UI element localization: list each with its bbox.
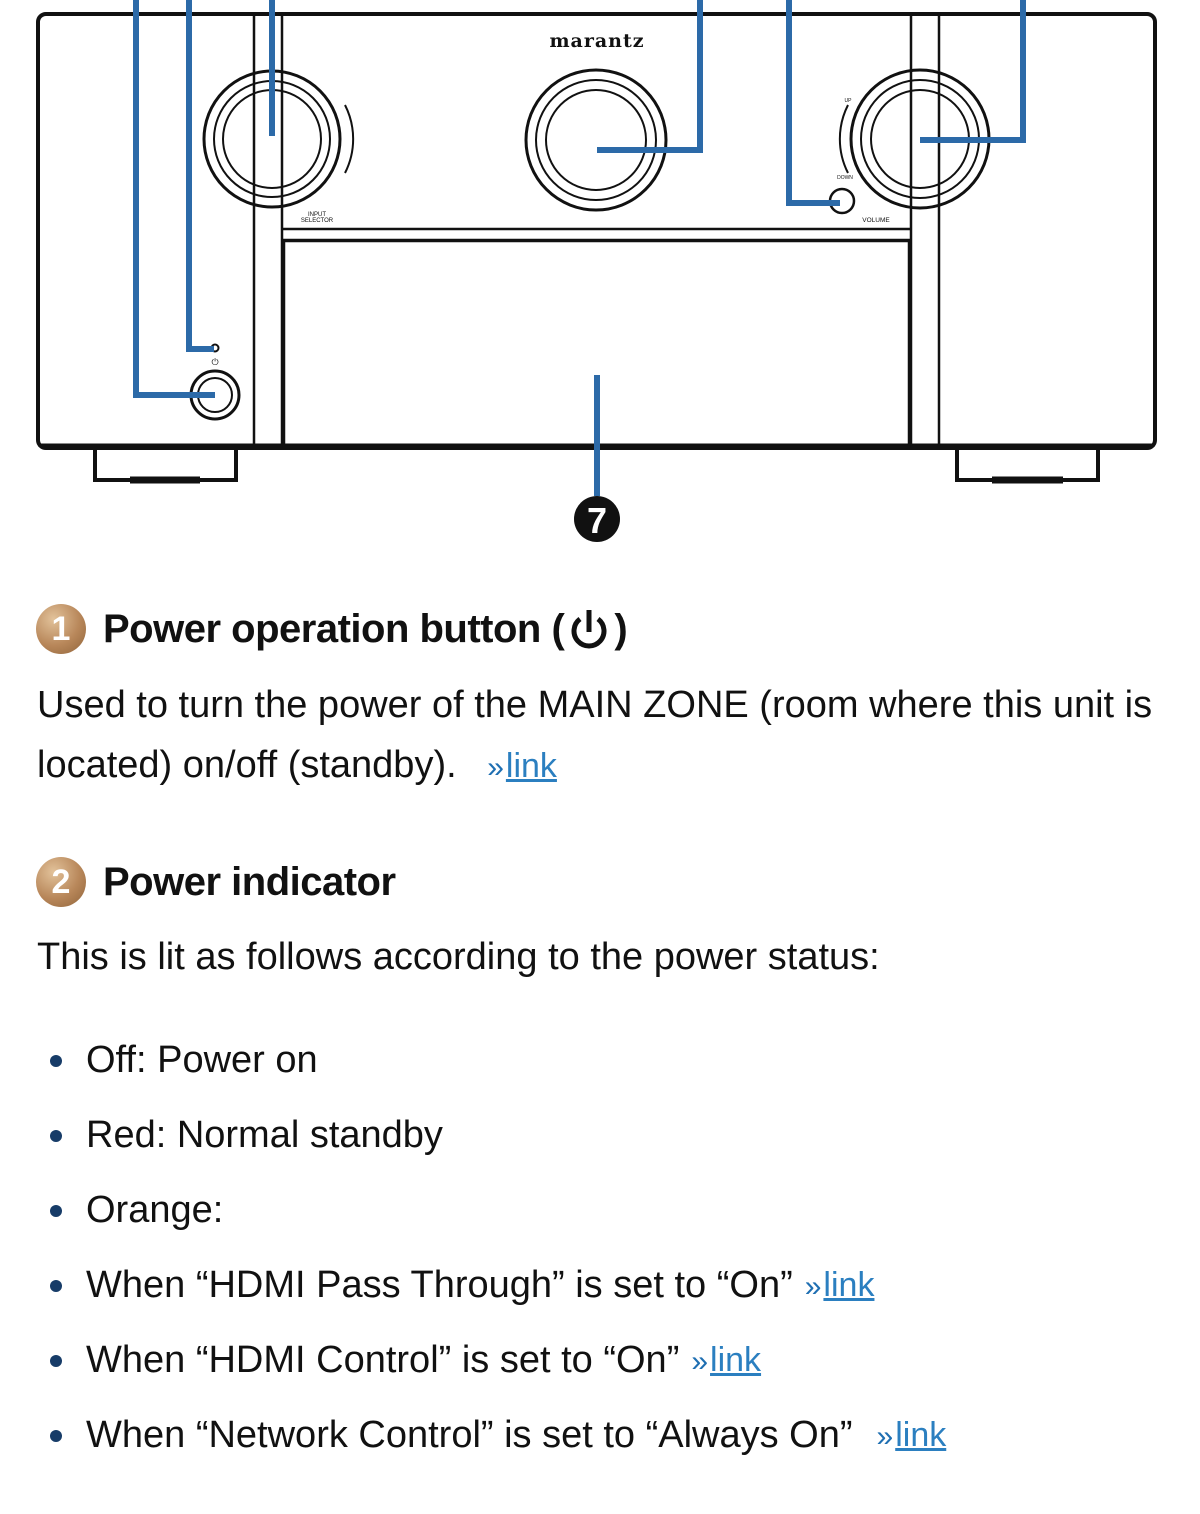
list-item: Red: Normal standby bbox=[50, 1098, 946, 1173]
callout-line-power-button bbox=[133, 0, 215, 398]
section-1-heading: 1 Power operation button ( ) bbox=[36, 604, 628, 654]
double-chevron-icon: » bbox=[804, 1269, 822, 1303]
section-2-title: Power indicator bbox=[103, 859, 396, 904]
up-label: UP bbox=[845, 98, 853, 104]
double-chevron-icon: » bbox=[876, 1419, 894, 1453]
section-2-description: This is lit as follows according to the … bbox=[37, 936, 880, 978]
section-1-title-text: Power operation button ( bbox=[103, 606, 565, 651]
bullet-icon bbox=[50, 1354, 62, 1367]
list-item: Orange: bbox=[50, 1173, 946, 1248]
front-panel-diagram: ⏻ marantz INPUT SELECTOR VOLUME UP DOWN … bbox=[36, 0, 1157, 542]
callout-line-center-knob bbox=[597, 0, 703, 153]
double-chevron-icon: » bbox=[487, 751, 504, 784]
callout-line-small-button bbox=[786, 0, 840, 206]
list-item: When “HDMI Pass Through” is set to “On” … bbox=[50, 1248, 946, 1323]
input-selector-label-2: SELECTOR bbox=[301, 218, 334, 224]
link-text[interactable]: link bbox=[505, 747, 557, 785]
link-text[interactable]: link bbox=[895, 1415, 947, 1454]
bullet-icon bbox=[50, 1279, 62, 1292]
callout-line-power-indicator bbox=[186, 0, 214, 352]
volume-label: VOLUME bbox=[862, 217, 890, 224]
link-text[interactable]: link bbox=[710, 1340, 762, 1379]
section-1-title: Power operation button ( ) bbox=[103, 606, 628, 652]
section-1-body-text: Used to turn the power of the MAIN ZONE … bbox=[37, 684, 1153, 786]
callout-number-7: 7 bbox=[587, 500, 607, 541]
section-2-heading: 2 Power indicator bbox=[36, 857, 396, 907]
callout-badge-7 bbox=[574, 496, 620, 542]
power-symbol-small: ⏻ bbox=[211, 357, 218, 368]
hdmi-control-link[interactable]: »link bbox=[691, 1323, 761, 1399]
section-1-link[interactable]: »link bbox=[487, 747, 557, 785]
list-item-text: Off: Power on bbox=[86, 1039, 318, 1081]
link-text[interactable]: link bbox=[823, 1265, 875, 1304]
hdmi-pass-through-link[interactable]: »link bbox=[805, 1248, 875, 1324]
list-item-text: Orange: bbox=[86, 1189, 224, 1231]
power-icon bbox=[571, 610, 607, 649]
section-2-number-badge: 2 bbox=[36, 857, 86, 907]
bullet-icon bbox=[50, 1129, 62, 1142]
list-item-text: Red: Normal standby bbox=[86, 1114, 443, 1156]
list-item-text: When “HDMI Control” is set to “On” bbox=[86, 1339, 680, 1381]
section-1-number-badge: 1 bbox=[36, 604, 86, 654]
section-1-title-close: ) bbox=[614, 606, 628, 651]
list-item: When “HDMI Control” is set to “On” »link bbox=[50, 1323, 946, 1398]
list-item-text: When “HDMI Pass Through” is set to “On” bbox=[86, 1264, 793, 1306]
bullet-icon bbox=[50, 1204, 62, 1217]
right-foot bbox=[955, 449, 1100, 484]
power-status-list: Off: Power on Red: Normal standby Orange… bbox=[50, 1023, 946, 1473]
double-chevron-icon: » bbox=[691, 1344, 709, 1378]
list-item: Off: Power on bbox=[50, 1023, 946, 1098]
callout-line-volume bbox=[920, 0, 1026, 143]
bullet-icon bbox=[50, 1054, 62, 1067]
center-knob bbox=[524, 68, 668, 212]
input-selector-label: INPUT bbox=[308, 212, 326, 218]
brand-logo-text: marantz bbox=[549, 30, 644, 52]
bullet-icon bbox=[50, 1429, 62, 1442]
network-control-link[interactable]: »link bbox=[877, 1398, 947, 1474]
list-item-text: When “Network Control” is set to “Always… bbox=[86, 1414, 853, 1456]
down-label: DOWN bbox=[837, 175, 853, 181]
left-foot bbox=[93, 449, 238, 484]
list-item: When “Network Control” is set to “Always… bbox=[50, 1398, 946, 1473]
callout-lines bbox=[133, 0, 1026, 496]
section-1-description: Used to turn the power of the MAIN ZONE … bbox=[37, 675, 1157, 798]
